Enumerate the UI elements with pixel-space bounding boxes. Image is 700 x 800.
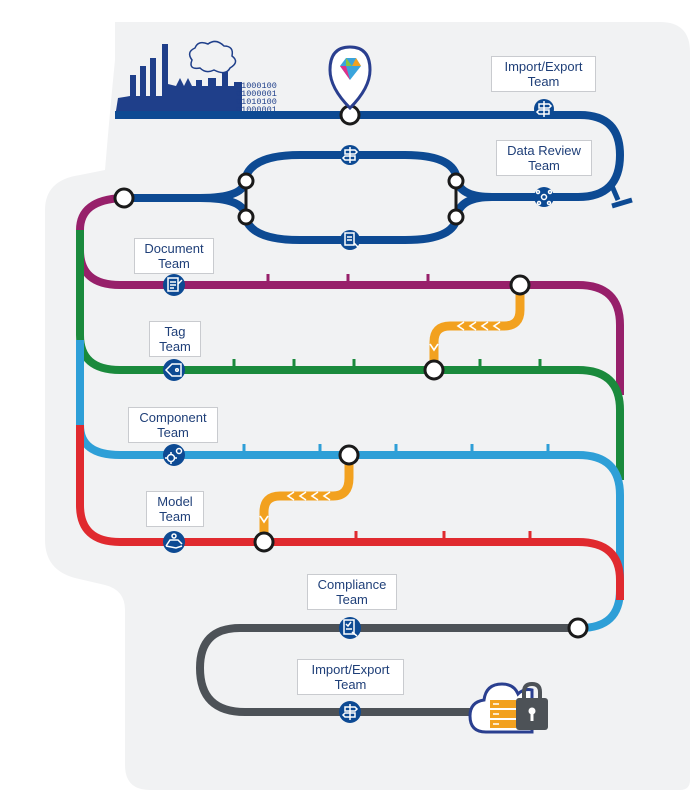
- icon-glyphs: [164, 101, 553, 720]
- smoke-cloud-icon: [188, 40, 237, 74]
- label-line: Team: [528, 158, 560, 173]
- label-line: Model: [157, 494, 193, 509]
- label-line: Import/Export: [311, 662, 390, 677]
- label-line: Team: [159, 509, 191, 524]
- label-line: Import/Export: [504, 59, 583, 74]
- label-line: Tag: [164, 324, 186, 339]
- magenta-line: [76, 194, 624, 395]
- label-line: Team: [157, 425, 189, 440]
- label-line: Team: [158, 256, 190, 271]
- label-line: Team: [336, 592, 368, 607]
- backdrop-shape: [45, 22, 690, 790]
- factory-icon: [115, 44, 242, 117]
- label-line: Team: [159, 339, 191, 354]
- binary-line: 01010100: [236, 97, 277, 107]
- gray-line: [195, 624, 578, 716]
- binary-line: 01000100: [236, 81, 277, 91]
- orange-connector-lower: [259, 455, 354, 542]
- navy-line-end-cap: [609, 185, 633, 209]
- orange-connector-upper: [429, 285, 525, 370]
- label-line: Team: [334, 677, 367, 692]
- gem-pin-icon: [328, 45, 372, 111]
- tick-marks: [232, 274, 550, 540]
- label-line: Data Review: [507, 143, 581, 158]
- label-line: Document: [144, 241, 204, 256]
- binary-line: 01000001: [236, 105, 277, 115]
- binary-line: 01000001: [236, 89, 277, 99]
- cyan-line: [76, 340, 624, 632]
- label-line: Team: [527, 74, 560, 89]
- label-line: Compliance: [317, 577, 387, 592]
- binary-text: 01000100 01000001 01010100 01000001: [236, 81, 277, 115]
- cloud-server-lock-icon: [468, 681, 548, 734]
- red-line: [76, 425, 624, 600]
- label-line: Component: [139, 410, 207, 425]
